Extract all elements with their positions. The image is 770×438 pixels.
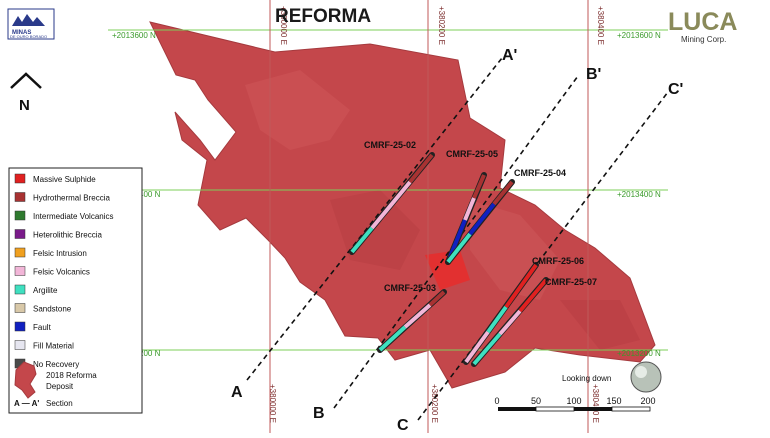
legend-swatch — [14, 229, 26, 239]
scale-tick: 200 — [640, 396, 655, 406]
legend-swatch — [14, 284, 26, 295]
svg-text:MINAS: MINAS — [12, 30, 31, 36]
section-end-label: C' — [668, 81, 683, 98]
scale-bar: 0 50 100 150 200 — [494, 396, 656, 412]
legend-swatch — [14, 321, 26, 332]
easting-label: +380000 E — [268, 384, 277, 423]
svg-text:N: N — [19, 97, 30, 114]
scale-tick: 150 — [606, 396, 621, 406]
northing-label: 200 N — [139, 349, 161, 358]
easting-label: +380000 E — [279, 6, 288, 45]
luca-logo: LUCA Mining Corp. — [668, 8, 737, 44]
grid-lines — [108, 0, 668, 433]
legend-swatch — [14, 266, 26, 276]
legend-section-symbol: A — A' — [14, 399, 39, 408]
drill-hole-label: CMRF-25-04 — [514, 168, 566, 178]
legend-item-label: Heterolithic Breccia — [33, 231, 102, 240]
northing-label: +2013200 N — [617, 349, 661, 358]
looking-label: Looking down — [562, 374, 611, 383]
view-indicator: Looking down — [562, 361, 662, 393]
north-arrow: N — [10, 72, 42, 114]
easting-label: +380400 E — [591, 384, 600, 423]
grid-labels: +2013600 N +2013600 N 400 N +2013400 N 2… — [112, 6, 661, 423]
legend-item-label: Felsic Intrusion — [33, 249, 87, 258]
drill-holes: CMRF-25-02 CMRF-25-05 CMRF-25-04 CMRF-25… — [349, 140, 597, 367]
legend-swatch — [14, 247, 26, 258]
northing-label: +2013400 N — [617, 190, 661, 199]
view-sphere-icon — [630, 361, 662, 393]
svg-text:DE OURO BORADO: DE OURO BORADO — [10, 34, 47, 39]
legend-item-label: Hydrothermal Breccia — [33, 194, 110, 203]
legend-item-label: Fault — [33, 323, 52, 332]
legend-item-label: Felsic Volcanics — [33, 268, 90, 277]
minas-logo: MINAS DE OURO BORADO — [7, 8, 55, 40]
legend-deposit-label: Deposit — [46, 382, 74, 391]
section-start-label: B — [313, 405, 325, 422]
section-line-c — [417, 91, 669, 421]
svg-text:LUCA: LUCA — [668, 8, 737, 36]
section-end-label: A' — [502, 47, 517, 64]
drill-hole-label: CMRF-25-02 — [364, 140, 416, 150]
legend-swatch — [14, 173, 26, 184]
legend-swatch — [14, 192, 26, 202]
northing-label: +2013600 N — [112, 31, 156, 40]
map-title: REFORMA — [275, 6, 371, 27]
section-lines: A A' B B' C C' — [231, 47, 683, 434]
legend-swatch — [14, 303, 26, 313]
section-line-b — [333, 75, 579, 409]
legend-deposit-label: 2018 Reforma — [46, 371, 97, 380]
legend-item-label: Sandstone — [33, 305, 72, 314]
legend-item-label: Massive Sulphide — [33, 175, 96, 184]
section-line-a — [246, 57, 503, 381]
section-start-label: A — [231, 384, 243, 401]
easting-label: +380200 E — [437, 6, 446, 45]
legend-item-label: Argilite — [33, 286, 58, 295]
svg-text:Mining Corp.: Mining Corp. — [681, 35, 726, 44]
northing-label: 400 N — [139, 190, 161, 199]
legend-item-label: Fill Material — [33, 342, 74, 351]
easting-label: +380400 E — [596, 6, 605, 45]
deposit-swatch — [14, 361, 37, 399]
drill-hole-label: CMRF-25-07 — [545, 277, 597, 287]
northing-label: +2013600 N — [617, 31, 661, 40]
easting-label: +380200 E — [430, 384, 439, 423]
section-start-label: C — [397, 417, 409, 433]
legend-item-label: No Recovery — [33, 360, 79, 369]
legend-swatch — [14, 340, 26, 350]
scale-tick: 50 — [531, 396, 541, 406]
legend-swatch — [14, 210, 26, 221]
drill-hole-label: CMRF-25-05 — [446, 149, 498, 159]
drill-hole-label: CMRF-25-06 — [532, 256, 584, 266]
legend-item-label: Intermediate Volcanics — [33, 212, 114, 221]
north-arrow-icon — [10, 72, 42, 89]
legend-section-label: Section — [46, 399, 73, 408]
drill-hole-label: CMRF-25-03 — [384, 283, 436, 293]
section-end-label: B' — [586, 66, 601, 83]
scale-tick: 0 — [494, 396, 499, 406]
scale-tick: 100 — [566, 396, 581, 406]
